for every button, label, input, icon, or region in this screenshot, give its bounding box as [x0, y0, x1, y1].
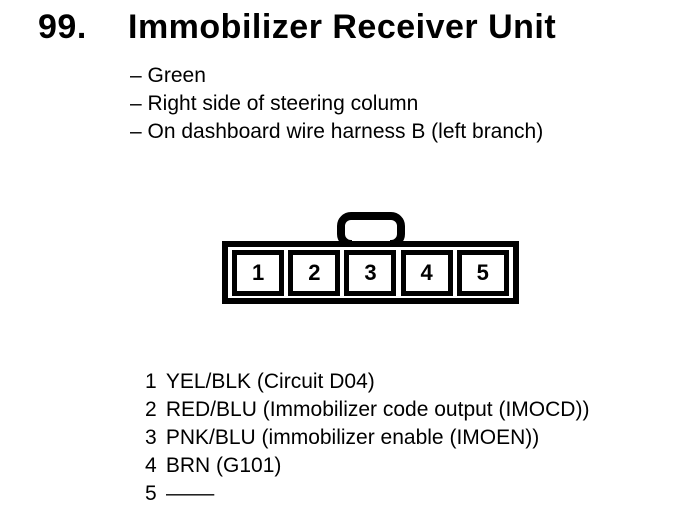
pin-row-2: 2 RED/BLU (Immobilizer code output (IMOC… — [145, 396, 589, 424]
connector-cavity-2: 2 — [288, 249, 341, 296]
detail-location: – Right side of steering column — [130, 92, 419, 115]
connector-cavity-3: 3 — [344, 249, 397, 296]
connector-body: 1 2 3 4 5 — [222, 241, 519, 304]
pin-number: 2 — [145, 398, 157, 421]
cavity-number: 4 — [420, 259, 433, 285]
pin-description-no-wire: — — [165, 482, 215, 505]
pin-row-5: 5 — — [145, 480, 589, 508]
pin-number: 5 — [145, 482, 157, 505]
connector-cavity-1: 1 — [232, 249, 285, 296]
page-title: Immobilizer Receiver Unit — [128, 8, 557, 46]
section-number: 99. — [38, 8, 87, 46]
detail-harness: – On dashboard wire harness B (left bran… — [130, 120, 544, 143]
detail-connector-color: – Green — [130, 64, 206, 87]
cavity-number: 3 — [364, 259, 377, 285]
pin-number: 1 — [145, 370, 157, 393]
cavity-number: 1 — [252, 259, 265, 285]
pin-description: BRN (G101) — [165, 454, 282, 477]
pin-description: PNK/BLU (immobilizer enable (IMOEN)) — [165, 426, 540, 449]
pin-description: YEL/BLK (Circuit D04) — [165, 370, 375, 393]
connector-cavity-5: 5 — [456, 249, 509, 296]
pin-list: 1 YEL/BLK (Circuit D04) 2 RED/BLU (Immob… — [145, 368, 589, 508]
cavity-number: 5 — [476, 259, 489, 285]
pin-row-3: 3 PNK/BLU (immobilizer enable (IMOEN)) — [145, 424, 589, 452]
pin-row-4: 4 BRN (G101) — [145, 452, 589, 480]
pin-number: 4 — [145, 454, 157, 477]
pin-number: 3 — [145, 426, 157, 449]
pin-row-1: 1 YEL/BLK (Circuit D04) — [145, 368, 589, 396]
detail-list: – Green – Right side of steering column … — [130, 62, 543, 146]
cavity-number: 2 — [308, 259, 321, 285]
connector-lock-tab-gap — [352, 230, 390, 242]
connector-cavity-4: 4 — [400, 249, 453, 296]
pin-description: RED/BLU (Immobilizer code output (IMOCD)… — [165, 398, 590, 421]
